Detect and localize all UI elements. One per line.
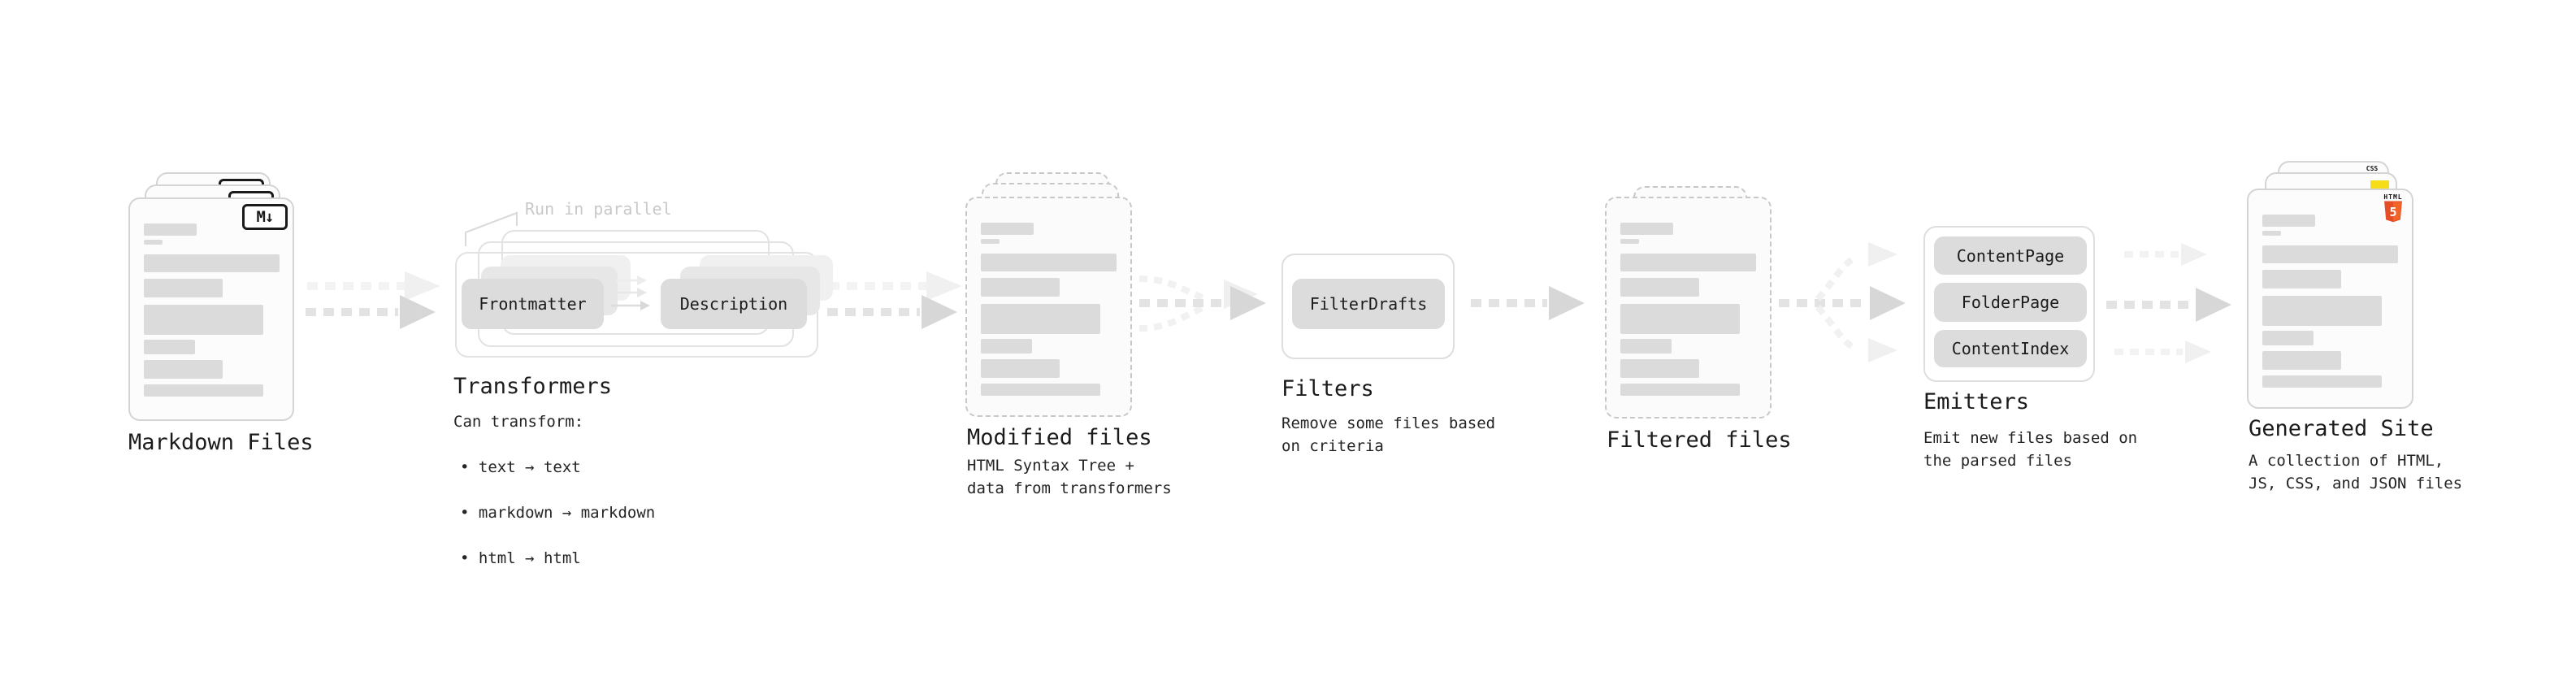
filters-label: Filters [1281,376,1374,401]
modified-files-desc: HTML Syntax Tree + data from transformer… [967,457,1172,497]
flow-arrow-markdown-to-transformers [306,271,440,329]
markdown-icon: M↓ [242,204,288,230]
document-skeleton [2262,190,2400,388]
modified-file-card-front [965,197,1132,417]
filters-desc: Remove some files based on criteria [1281,414,1496,455]
contentindex-chip: ContentIndex [1934,330,2087,367]
flow-arrow-emitters-to-site [2106,243,2231,363]
annotation-leader-line [465,211,518,246]
contentpage-chip: ContentPage [1934,236,2087,275]
filtered-files-label: Filtered files [1607,427,1792,453]
bullet-line: • markdown → markdown [460,504,656,522]
flow-arrow-filters-to-filtered [1471,286,1585,320]
html-file-card: HTML 5 [2247,189,2413,409]
generated-site-desc: A collection of HTML, JS, CSS, and JSON … [2249,452,2463,492]
chip-connector-arrows [611,275,650,310]
markdown-files-label: Markdown Files [128,430,314,455]
document-skeleton [1620,198,1759,396]
bullet-line: • html → html [460,549,581,567]
emitters-label: Emitters [1923,389,2030,414]
markdown-file-card-front: M↓ [128,197,294,421]
generated-site-label: Generated Site [2249,416,2434,441]
transformers-desc-heading: Can transform: [453,413,584,431]
document-skeleton [144,199,281,397]
flow-arrow-filtered-to-emitters [1779,242,1906,362]
modified-files-label: Modified files [967,425,1152,450]
transformers-label: Transformers [453,374,613,399]
transformers-bullets: • text → text • markdown → markdown • ht… [460,433,655,592]
js-icon [2370,180,2389,190]
flow-arrow-transformers-to-modified [827,271,962,329]
flow-arrow-modified-to-filters [1138,275,1266,332]
frontmatter-chip: Frontmatter [462,279,604,329]
folderpage-chip: FolderPage [1934,283,2087,322]
emitters-desc: Emit new files based on the parsed files [1923,429,2138,470]
filterdrafts-chip: FilterDrafts [1292,279,1445,329]
svg-text:5: 5 [2389,205,2396,219]
document-skeleton [981,198,1119,396]
filtered-file-card-front [1605,197,1772,419]
description-chip: Description [661,279,807,329]
run-in-parallel-annotation: Run in parallel [525,199,672,219]
html5-icon: HTML 5 [2382,193,2405,223]
bullet-line: • text → text [460,458,581,476]
